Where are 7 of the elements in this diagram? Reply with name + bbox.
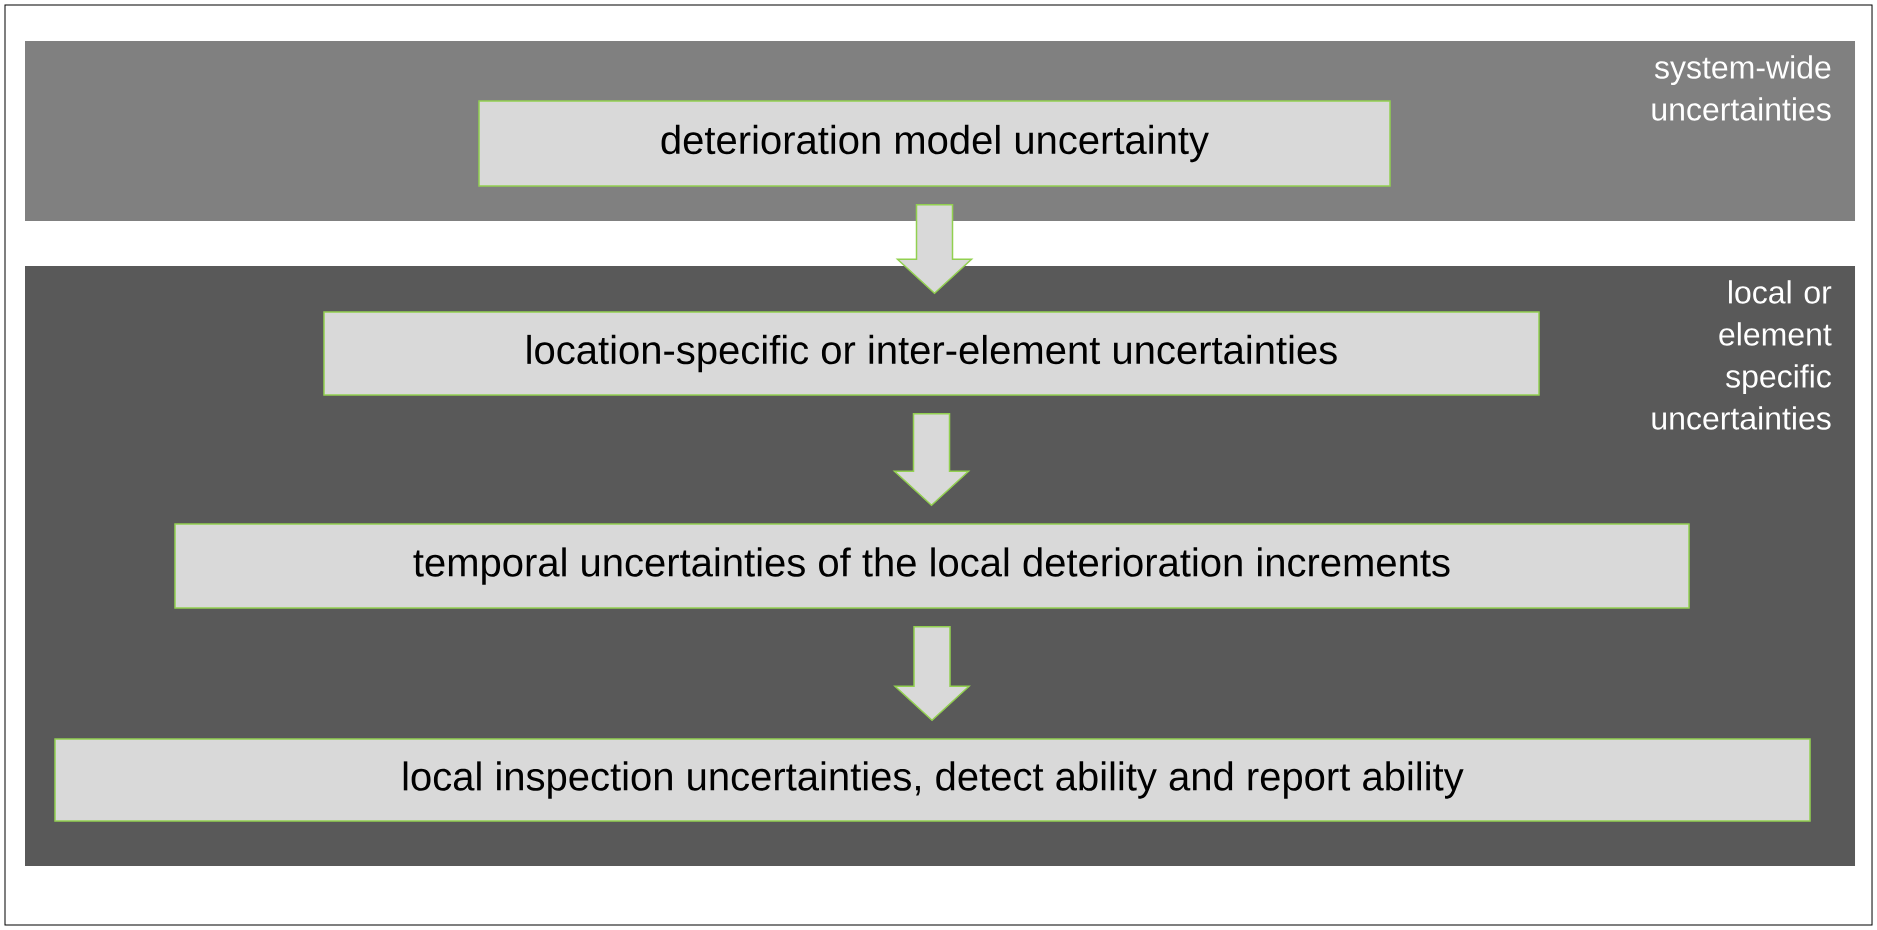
text-box: local inspection uncertainties, detect ability and report ability (54, 738, 1811, 822)
block-arrow (895, 204, 974, 295)
text-box: location-specific or inter-element uncertainties (323, 311, 1540, 396)
text-box: deterioration model uncertainty (478, 100, 1391, 187)
block-arrow (893, 626, 971, 722)
text-box: temporal uncertainties of the local deterioration increments (174, 523, 1690, 609)
block-arrow (892, 413, 971, 507)
